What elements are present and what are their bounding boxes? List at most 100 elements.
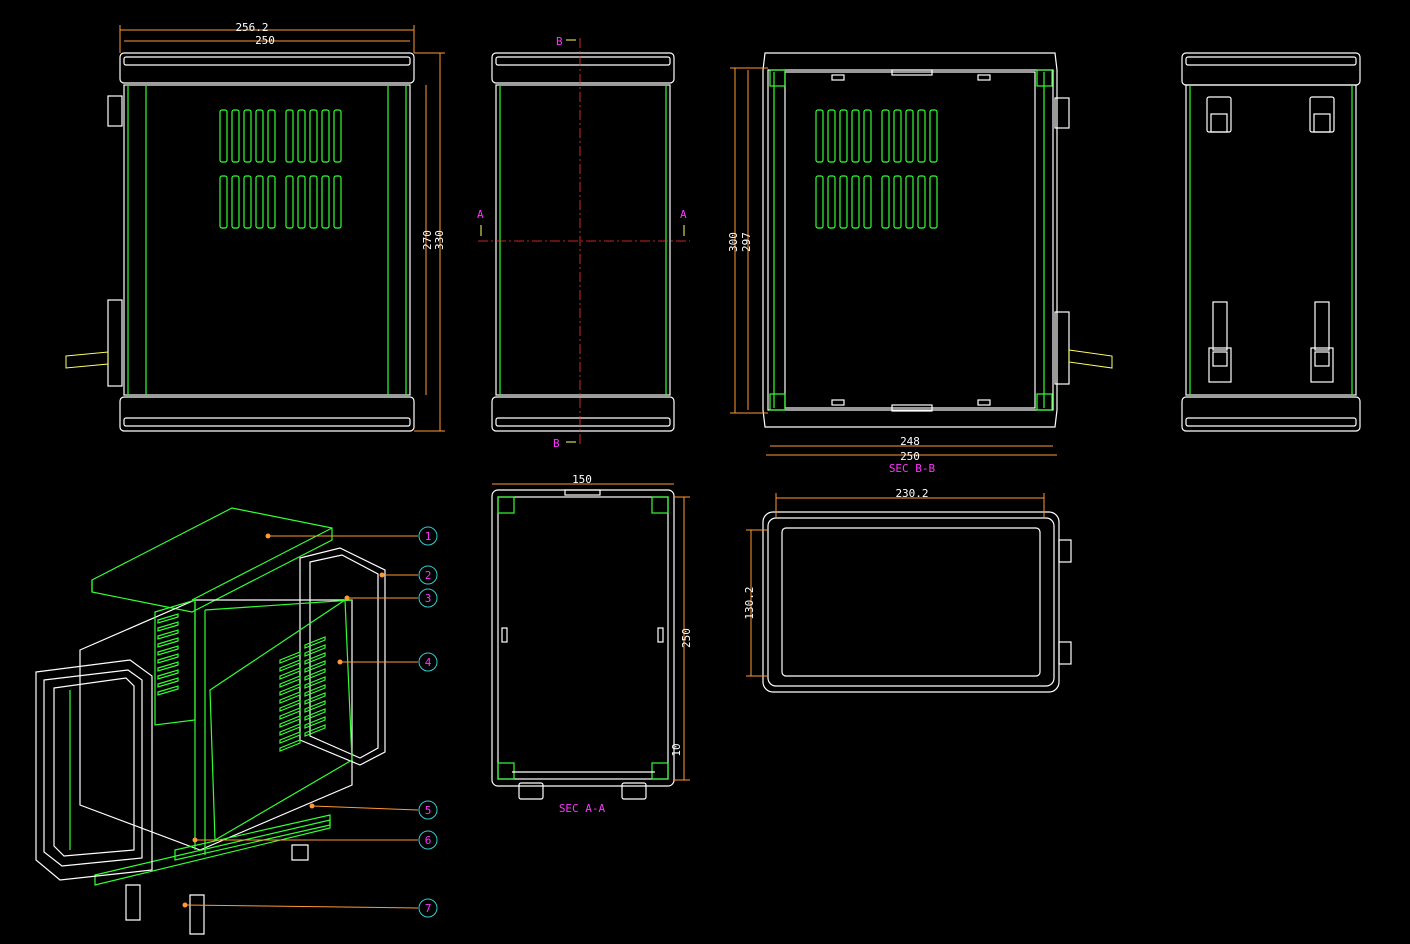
balloon: 5 xyxy=(418,800,438,820)
section-b-bottom-label: B xyxy=(553,437,560,450)
back-view xyxy=(1181,52,1361,432)
vent-slot xyxy=(279,723,301,736)
vent-slot xyxy=(863,109,872,163)
vent-slot xyxy=(839,109,848,163)
vent-slot xyxy=(279,699,301,712)
vent-slot xyxy=(851,175,860,229)
vent-slot xyxy=(267,109,276,163)
vent-slot xyxy=(279,675,301,688)
dim-aa-height: 250 xyxy=(680,628,693,648)
vent-slot xyxy=(297,109,306,163)
vent-slots xyxy=(219,109,342,229)
section-a-left-label: A xyxy=(477,208,484,221)
vent-slot xyxy=(304,660,326,673)
vent-slot xyxy=(309,109,318,163)
vent-slot xyxy=(255,175,264,229)
vent-slot xyxy=(267,175,276,229)
vent-slot xyxy=(839,175,848,229)
vent-slot xyxy=(929,175,938,229)
vent-slot xyxy=(297,175,306,229)
vent-slot xyxy=(157,621,179,632)
vent-slot xyxy=(851,109,860,163)
vent-slot xyxy=(279,715,301,728)
dim-aa-foot: 10 xyxy=(670,743,683,756)
balloon: 4 xyxy=(418,652,438,672)
balloon-number: 5 xyxy=(425,804,432,817)
vent-slot xyxy=(304,676,326,689)
vent-slots xyxy=(157,613,326,752)
vent-slot xyxy=(304,652,326,665)
exploded-isometric-view xyxy=(35,507,419,935)
vent-slot xyxy=(333,175,342,229)
vent-slot xyxy=(881,109,890,163)
balloon-number: 1 xyxy=(425,530,432,543)
vent-slot xyxy=(231,109,240,163)
vent-slot xyxy=(231,175,240,229)
vent-slot xyxy=(827,175,836,229)
section-bb-view: 300 297 248 250 SEC B-B xyxy=(727,52,1113,475)
vent-slot xyxy=(917,175,926,229)
vent-slot xyxy=(243,175,252,229)
vent-slot xyxy=(157,669,179,680)
vent-slot xyxy=(304,716,326,729)
vent-slot xyxy=(279,707,301,720)
section-bb-caption: SEC B-B xyxy=(889,462,936,475)
vent-slot xyxy=(304,708,326,721)
vent-slot xyxy=(304,724,326,737)
section-aa-caption: SEC A-A xyxy=(559,802,606,815)
balloon-number: 3 xyxy=(425,592,432,605)
vent-slot xyxy=(219,109,228,163)
balloon-number: 2 xyxy=(425,569,432,582)
balloon-number: 7 xyxy=(425,902,432,915)
vent-slot xyxy=(304,636,326,649)
vent-slot xyxy=(917,109,926,163)
vent-slot xyxy=(157,653,179,664)
vent-slot xyxy=(285,109,294,163)
dim-top-width: 230.2 xyxy=(895,487,928,500)
vent-slot xyxy=(255,109,264,163)
vent-slot xyxy=(815,109,824,163)
dim-bb-inner-height: 297 xyxy=(740,232,753,252)
vent-slot xyxy=(893,109,902,163)
vent-slot xyxy=(929,109,938,163)
dim-aa-width: 150 xyxy=(572,473,592,486)
vent-slot xyxy=(279,683,301,696)
vent-slot xyxy=(304,684,326,697)
vent-slot xyxy=(333,109,342,163)
balloon-number: 6 xyxy=(425,834,432,847)
vent-slot xyxy=(285,175,294,229)
dim-outer-height: 330 xyxy=(433,230,446,250)
vent-slot xyxy=(304,692,326,705)
vent-slot xyxy=(827,109,836,163)
balloon-number: 4 xyxy=(425,656,432,669)
vent-slots xyxy=(815,109,938,229)
dim-inner-height: 270 xyxy=(421,230,434,250)
section-aa-view: 150 250 10 SEC A-A xyxy=(491,473,693,815)
front-view: 256.2 250 270 330 xyxy=(65,21,446,432)
vent-slot xyxy=(279,659,301,672)
vent-slot xyxy=(279,691,301,704)
vent-slot xyxy=(157,613,179,624)
vent-slot xyxy=(279,739,301,752)
dim-bb-outer-height: 300 xyxy=(727,232,740,252)
balloon: 3 xyxy=(418,588,438,608)
vent-slot xyxy=(304,668,326,681)
dim-inner-width: 250 xyxy=(255,34,275,47)
vent-slot xyxy=(243,109,252,163)
vent-slot xyxy=(905,109,914,163)
balloon: 1 xyxy=(418,526,438,546)
vent-slot xyxy=(157,637,179,648)
balloon: 7 xyxy=(418,898,438,918)
section-a-right-label: A xyxy=(680,208,687,221)
vent-slot xyxy=(321,175,330,229)
dim-outer-width: 256.2 xyxy=(235,21,268,34)
vent-slot xyxy=(157,685,179,696)
vent-slot xyxy=(863,175,872,229)
vent-slot xyxy=(321,109,330,163)
vent-slot xyxy=(157,645,179,656)
vent-slot xyxy=(157,677,179,688)
balloon: 6 xyxy=(418,830,438,850)
dim-top-height: 130.2 xyxy=(743,586,756,619)
vent-slot xyxy=(219,175,228,229)
vent-slot xyxy=(304,644,326,657)
